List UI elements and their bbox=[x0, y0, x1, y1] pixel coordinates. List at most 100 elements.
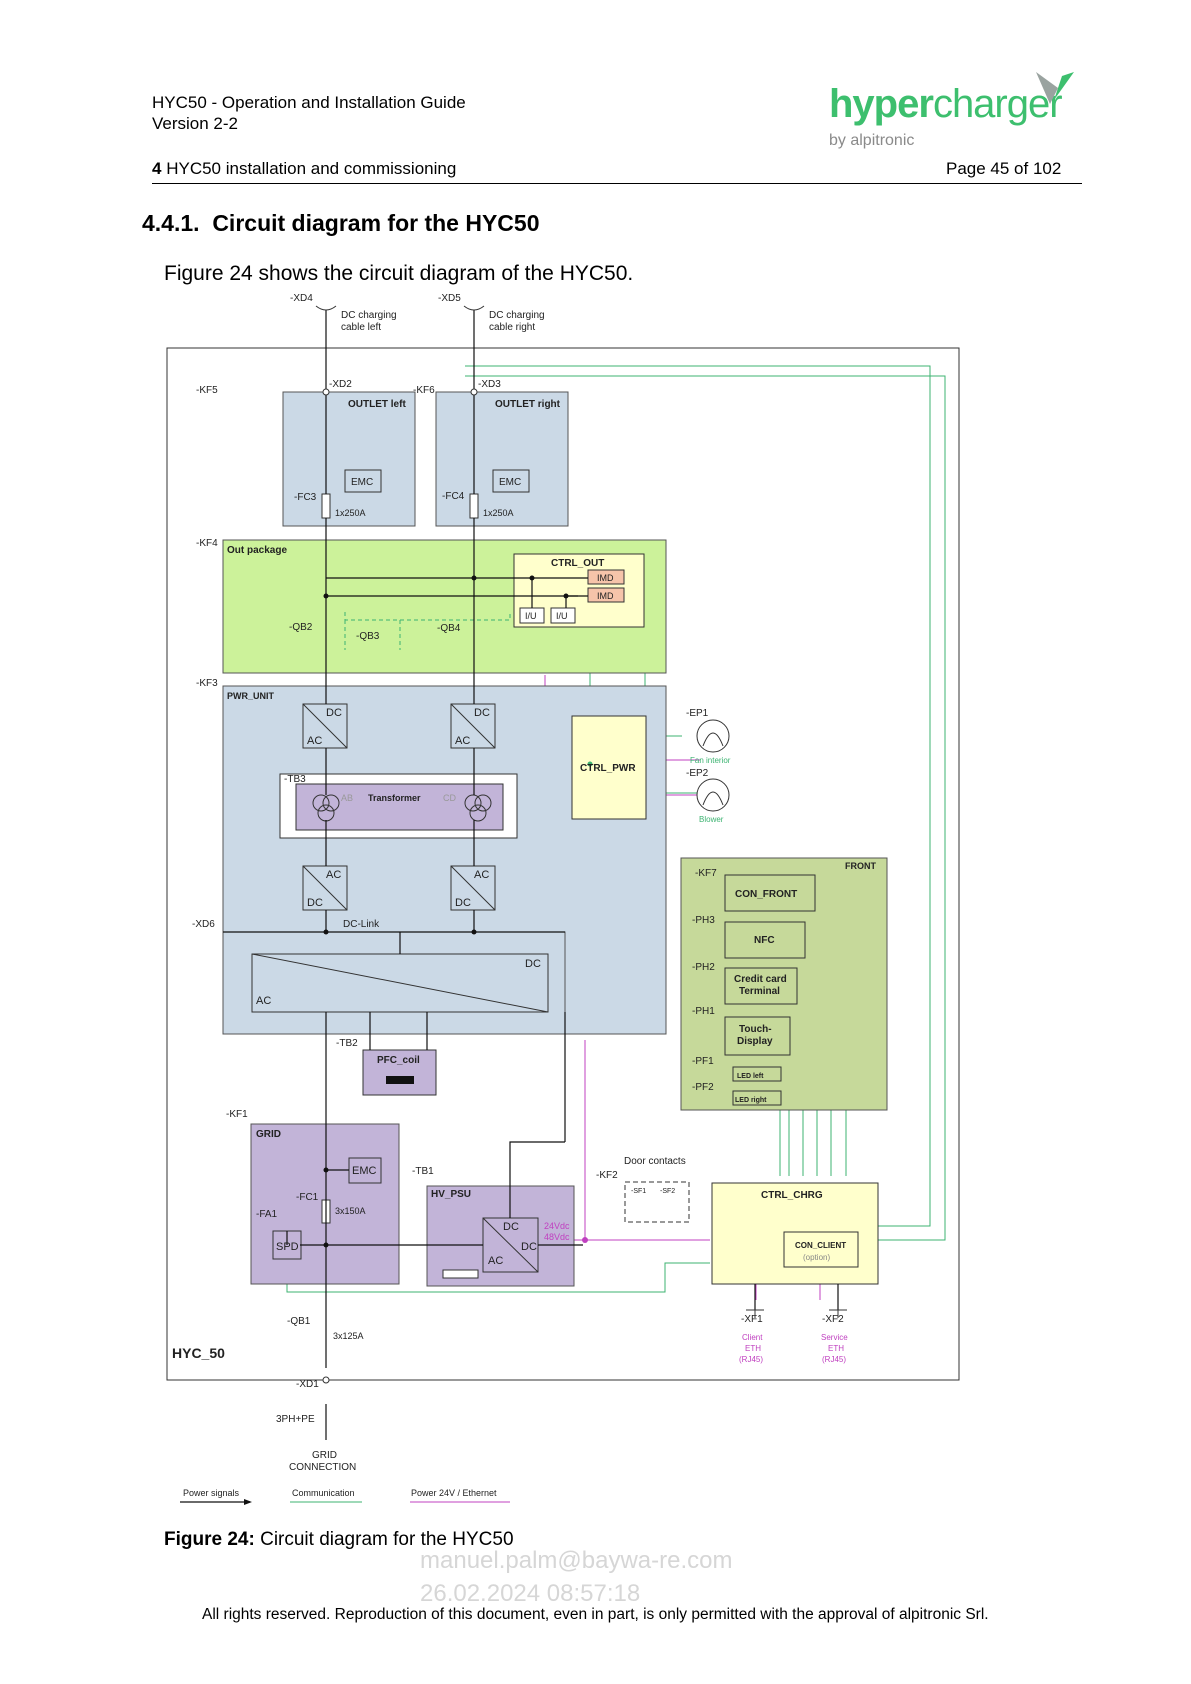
ep2-label: -EP2 bbox=[686, 768, 709, 779]
kf1-label: -KF1 bbox=[226, 1109, 248, 1120]
ep1-label: -EP1 bbox=[686, 708, 709, 719]
hv-psu-ac-label: AC bbox=[488, 1255, 503, 1267]
cd-label: CD bbox=[443, 793, 456, 803]
nfc-label: NFC bbox=[754, 935, 775, 946]
xf1-eth: ETH bbox=[745, 1344, 761, 1353]
logo-light-text: charger bbox=[932, 82, 1063, 126]
xd5-plug-icon bbox=[463, 305, 485, 311]
dc-right-label-1: DC charging bbox=[489, 310, 545, 321]
dc-label-2: DC bbox=[474, 707, 490, 719]
led-left-label: LED left bbox=[737, 1073, 764, 1080]
logo-subtitle: by alpitronic bbox=[829, 132, 915, 149]
footer-rights: All rights reserved. Reproduction of thi… bbox=[202, 1606, 989, 1623]
figure-caption-text: Circuit diagram for the HYC50 bbox=[254, 1529, 514, 1550]
v48-label: 48Vdc bbox=[544, 1232, 570, 1242]
transformer-box bbox=[295, 783, 504, 831]
page-number: Page 45 of 102 bbox=[946, 159, 1062, 178]
dc-label-1: DC bbox=[326, 707, 342, 719]
imd-label-2: IMD bbox=[597, 591, 614, 601]
dc-left-label-2: cable left bbox=[341, 322, 381, 333]
out-package-label: Out package bbox=[227, 545, 287, 556]
dc-label-4: DC bbox=[455, 897, 471, 909]
xd4-plug-icon bbox=[315, 305, 337, 311]
document-version: Version 2-2 bbox=[152, 114, 238, 133]
grid-label: GRID bbox=[256, 1129, 281, 1140]
credit-card-label: Credit card bbox=[734, 974, 787, 985]
door-contacts-label: Door contacts bbox=[624, 1156, 686, 1167]
fan-interior-label: Fan interior bbox=[690, 756, 731, 765]
hv-psu-label: HV_PSU bbox=[431, 1189, 471, 1200]
qb1-rating: 3x125A bbox=[333, 1331, 364, 1341]
spd-label: SPD bbox=[276, 1241, 299, 1253]
header-rule bbox=[152, 183, 1082, 184]
fc3-rating: 1x250A bbox=[335, 508, 366, 518]
ctrl-chrg-label: CTRL_CHRG bbox=[761, 1190, 823, 1201]
intro-paragraph: Figure 24 shows the circuit diagram of t… bbox=[164, 262, 634, 285]
ac-label-4: AC bbox=[474, 869, 489, 881]
xd6-label: -XD6 bbox=[192, 919, 215, 930]
dc-left-label-1: DC charging bbox=[341, 310, 397, 321]
xf1-rj45: (RJ45) bbox=[739, 1355, 763, 1364]
qb1-label: -QB1 bbox=[287, 1316, 311, 1327]
kf7-label: -KF7 bbox=[695, 868, 717, 879]
hyc50-frame bbox=[166, 347, 960, 1381]
kf6-label: -KF6 bbox=[413, 385, 435, 396]
fc4-rating: 1x250A bbox=[483, 508, 514, 518]
imd-box-2 bbox=[587, 587, 625, 603]
document-title: HYC50 - Operation and Installation Guide bbox=[152, 93, 466, 112]
fc1-label: -FC1 bbox=[296, 1192, 319, 1203]
pfc-dc-label: DC bbox=[525, 958, 541, 970]
con-front-box bbox=[724, 874, 816, 912]
emc-right-box bbox=[492, 469, 530, 493]
v24-label: 24Vdc bbox=[544, 1221, 570, 1231]
fa1-label: -FA1 bbox=[256, 1209, 278, 1220]
ctrl-pwr-label: CTRL_PWR bbox=[580, 763, 636, 774]
hyc50-label: HYC_50 bbox=[172, 1345, 225, 1361]
touch-display-box bbox=[724, 1016, 791, 1056]
blower-icon bbox=[696, 778, 730, 812]
con-front-label: CON_FRONT bbox=[735, 889, 797, 900]
tb2-label: -TB2 bbox=[336, 1038, 358, 1049]
xd5-label: -XD5 bbox=[438, 293, 461, 304]
pwr-unit-label: PWR_UNIT bbox=[227, 691, 275, 701]
fan-interior-icon bbox=[696, 719, 730, 753]
led-right-label: LED right bbox=[735, 1097, 767, 1104]
grid-connection-label-2: CONNECTION bbox=[289, 1462, 356, 1473]
pf1-label: -PF1 bbox=[692, 1056, 714, 1067]
ph1-label: -PH1 bbox=[692, 1006, 715, 1017]
xf2-rj45: (RJ45) bbox=[822, 1355, 846, 1364]
credit-card-terminal-box bbox=[724, 967, 798, 1005]
emc-grid-label: EMC bbox=[352, 1165, 377, 1177]
section-heading: 4.4.1. Circuit diagram for the HYC50 bbox=[142, 210, 540, 236]
ph3-label: -PH3 bbox=[692, 915, 715, 926]
nfc-box bbox=[724, 921, 806, 959]
legend-comm-label: Communication bbox=[292, 1488, 355, 1498]
figure-caption-label: Figure 24: bbox=[164, 1529, 255, 1550]
dc-link-label: DC-Link bbox=[343, 919, 380, 930]
dc-label-3: DC bbox=[307, 897, 323, 909]
ab-label: AB bbox=[341, 793, 353, 803]
outlet-right-label: OUTLET right bbox=[495, 399, 561, 410]
fc3-label: -FC3 bbox=[294, 492, 317, 503]
sf1-label: -SF1 bbox=[631, 1188, 646, 1195]
section-number: 4 bbox=[152, 159, 162, 178]
xf2-service: Service bbox=[821, 1333, 848, 1342]
hv-psu-dc-out-label: DC bbox=[521, 1241, 537, 1253]
con-client-option: (option) bbox=[803, 1253, 830, 1262]
watermark-email: manuel.palm@baywa-re.com bbox=[420, 1547, 733, 1574]
con-client-label: CON_CLIENT bbox=[795, 1241, 846, 1250]
legend-power-label: Power signals bbox=[183, 1488, 240, 1498]
imd-box-1 bbox=[587, 569, 625, 585]
section-header: 4 HYC50 installation and commissioning bbox=[152, 158, 456, 179]
iu-label-1: I/U bbox=[525, 611, 537, 621]
qb4-label: -QB4 bbox=[437, 623, 461, 634]
xd2-label: -XD2 bbox=[329, 379, 352, 390]
pfc-ac-label: AC bbox=[256, 995, 271, 1007]
hypercharger-logo: hypercharger bbox=[829, 82, 1063, 127]
outlet-left-label: OUTLET left bbox=[348, 399, 406, 410]
xf1-port-icon bbox=[746, 1309, 764, 1318]
imd-label-1: IMD bbox=[597, 573, 614, 583]
ph-pe-label: 3PH+PE bbox=[276, 1414, 315, 1425]
watermark-date: 26.02.2024 08:57:18 bbox=[420, 1580, 641, 1607]
tb1-label: -TB1 bbox=[412, 1166, 434, 1177]
